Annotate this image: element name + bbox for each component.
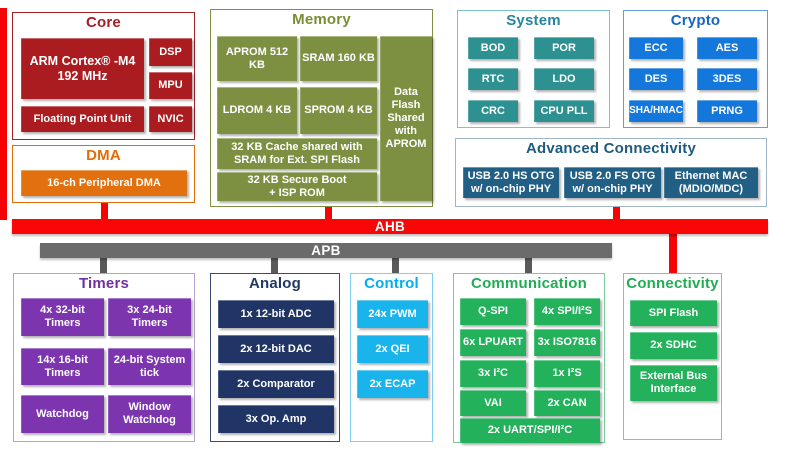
- block-iso7816: 3x ISO7816: [534, 329, 600, 356]
- section-crypto: Crypto ECC AES DES 3DES SHA/HMAC PRNG: [623, 10, 768, 128]
- ahb-bus-bar: AHB: [12, 219, 768, 234]
- block-can: 2x CAN: [534, 390, 600, 416]
- core-title: Core: [86, 14, 121, 31]
- connector-apb-communication: [525, 257, 532, 274]
- section-connectivity: Connectivity SPI Flash 2x SDHC External …: [623, 273, 722, 440]
- block-watchdog: Watchdog: [21, 395, 104, 433]
- block-ecc: ECC: [629, 37, 683, 59]
- block-nvic: NVIC: [149, 106, 192, 132]
- block-cache: 32 KB Cache shared with SRAM for Ext. SP…: [217, 138, 377, 169]
- connector-dma-ahb: [101, 202, 108, 220]
- cache-line1: 32 KB Cache shared with: [231, 140, 363, 153]
- apb-bus-bar: APB: [40, 243, 612, 258]
- block-sprom: SPROM 4 KB: [300, 87, 377, 134]
- section-timers: Timers 4x 32-bit Timers 3x 24-bit Timers…: [13, 273, 195, 442]
- block-spi-i2s: 4x SPI/I²S: [534, 298, 600, 325]
- block-cpu-pll: CPU PLL: [534, 100, 594, 122]
- timers-title: Timers: [78, 275, 130, 292]
- block-bod: BOD: [468, 37, 518, 59]
- block-data-flash: Data Flash Shared with APROM: [380, 36, 432, 201]
- block-floating-point-unit: Floating Point Unit: [21, 106, 144, 132]
- block-adc: 1x 12-bit ADC: [218, 300, 334, 328]
- section-analog: Analog 1x 12-bit ADC 2x 12-bit DAC 2x Co…: [210, 273, 340, 442]
- block-sram: SRAM 160 KB: [300, 36, 377, 81]
- block-crc: CRC: [468, 100, 518, 122]
- block-ecap: 2x ECAP: [357, 370, 428, 398]
- connector-ahb-connectivity: [669, 233, 677, 274]
- block-dac: 2x 12-bit DAC: [218, 335, 334, 363]
- block-32bit-timers: 4x 32-bit Timers: [21, 298, 104, 336]
- block-aprom: APROM 512 KB: [217, 36, 297, 81]
- block-3des: 3DES: [697, 68, 757, 90]
- block-qei: 2x QEI: [357, 335, 428, 363]
- block-des: DES: [629, 68, 683, 90]
- block-spi-flash: SPI Flash: [630, 300, 717, 326]
- section-dma: DMA 16-ch Peripheral DMA: [12, 145, 195, 203]
- block-peripheral-dma: 16-ch Peripheral DMA: [21, 170, 187, 196]
- block-aes: AES: [697, 37, 757, 59]
- analog-title: Analog: [248, 275, 302, 292]
- block-ethernet-mac: Ethernet MAC (MDIO/MDC): [664, 167, 758, 198]
- block-secure-boot: 32 KB Secure Boot + ISP ROM: [217, 172, 377, 201]
- block-comparator: 2x Comparator: [218, 370, 334, 398]
- block-dsp: DSP: [149, 38, 192, 66]
- section-memory: Memory APROM 512 KB SRAM 160 KB LDROM 4 …: [210, 9, 433, 207]
- section-core: Core ARM Cortex® -M4 192 MHz DSP MPU Flo…: [12, 12, 195, 140]
- cpu-line1: ARM Cortex® -M4: [29, 53, 136, 68]
- block-i2s: 1x I²S: [534, 360, 600, 387]
- connector-apb-control: [392, 257, 399, 274]
- connector-memory-ahb: [325, 206, 332, 220]
- section-communication: Communication Q-SPI 4x SPI/I²S 6x LPUART…: [453, 273, 605, 443]
- cpu-line2: 192 MHz: [57, 68, 108, 83]
- dma-title: DMA: [86, 147, 121, 164]
- block-16bit-timers: 14x 16-bit Timers: [21, 348, 104, 385]
- block-vai: VAI: [460, 390, 526, 416]
- crypto-title: Crypto: [670, 12, 721, 29]
- communication-title: Communication: [471, 275, 587, 292]
- advanced-connectivity-title: Advanced Connectivity: [525, 140, 697, 157]
- apb-bus-label: APB: [311, 243, 341, 258]
- block-usb-fs-otg: USB 2.0 FS OTG w/ on-chip PHY: [564, 167, 661, 198]
- connector-apb-analog: [271, 257, 278, 274]
- connector-apb-timers: [100, 257, 107, 274]
- block-sdhc: 2x SDHC: [630, 332, 717, 359]
- block-pwm: 24x PWM: [357, 300, 428, 328]
- ahb-bus-label: AHB: [374, 219, 406, 234]
- connector-advconn-ahb: [613, 206, 620, 220]
- block-qspi: Q-SPI: [460, 298, 526, 325]
- block-por: POR: [534, 37, 594, 59]
- block-i2c: 3x I²C: [460, 360, 526, 387]
- block-arm-cortex-m4: ARM Cortex® -M4 192 MHz: [21, 38, 144, 99]
- block-uart-spi-i2c: 2x UART/SPI/I²C: [460, 418, 600, 443]
- control-title: Control: [364, 275, 419, 292]
- block-ldo: LDO: [534, 68, 594, 90]
- cache-line2: SRAM for Ext. SPI Flash: [234, 153, 360, 166]
- block-rtc: RTC: [468, 68, 518, 90]
- block-op-amp: 3x Op. Amp: [218, 405, 334, 433]
- block-usb-hs-otg: USB 2.0 HS OTG w/ on-chip PHY: [463, 167, 559, 198]
- block-sha-hmac: SHA/HMAC: [629, 100, 683, 122]
- block-window-watchdog: Window Watchdog: [108, 395, 191, 433]
- block-ldrom: LDROM 4 KB: [217, 87, 297, 134]
- block-system-tick: 24-bit System tick: [108, 348, 191, 385]
- block-external-bus-interface: External Bus Interface: [630, 365, 717, 401]
- system-title: System: [506, 12, 561, 29]
- section-control: Control 24x PWM 2x QEI 2x ECAP: [350, 273, 433, 442]
- connectivity-title: Connectivity: [626, 275, 719, 292]
- connector-left-ahb: [0, 8, 7, 220]
- section-system: System BOD POR RTC LDO CRC CPU PLL: [457, 10, 610, 128]
- block-24bit-timers: 3x 24-bit Timers: [108, 298, 191, 336]
- boot-line1: 32 KB Secure Boot: [247, 173, 347, 186]
- boot-line2: + ISP ROM: [269, 186, 325, 199]
- block-prng: PRNG: [697, 100, 757, 122]
- section-advanced-connectivity: Advanced Connectivity USB 2.0 HS OTG w/ …: [455, 138, 767, 207]
- block-lpuart: 6x LPUART: [460, 329, 526, 356]
- memory-title: Memory: [292, 11, 351, 28]
- block-mpu: MPU: [149, 72, 192, 99]
